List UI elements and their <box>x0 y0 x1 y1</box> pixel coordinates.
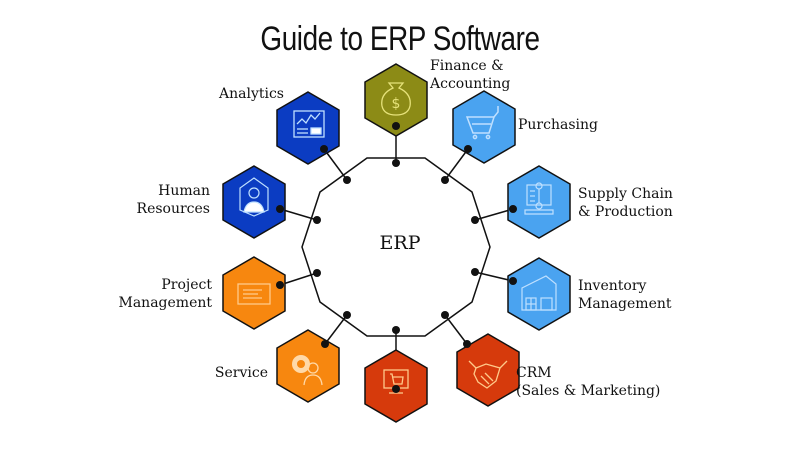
person-network-icon <box>239 177 269 217</box>
label-analytics-line1: Analytics <box>219 86 284 102</box>
module-project[interactable] <box>222 256 286 330</box>
label-crm-line1: CRM <box>516 365 552 381</box>
label-crm-line2: (Sales & Marketing) <box>516 383 661 399</box>
label-project: Project Management <box>119 276 213 312</box>
label-purchasing: Purchasing <box>518 116 598 134</box>
module-finance[interactable]: $ <box>364 63 428 137</box>
module-analytics[interactable] <box>276 91 340 165</box>
money-bag-icon: $ <box>381 82 411 116</box>
label-inventory: Inventory Management <box>578 277 672 313</box>
page-title: Guide to ERP Software <box>260 20 540 58</box>
module-hr[interactable] <box>222 165 286 239</box>
svg-text:$: $ <box>392 96 401 112</box>
label-analytics: Analytics <box>219 85 284 103</box>
shopping-cart-icon <box>465 106 499 140</box>
module-inventory[interactable] <box>507 257 571 331</box>
module-crm[interactable] <box>456 333 520 407</box>
chart-dashboard-icon <box>293 110 325 138</box>
label-project-line2: Management <box>118 295 213 311</box>
label-inventory-line1: Inventory <box>578 278 647 294</box>
label-hr-line2: Resources <box>136 201 210 217</box>
erp-hub-decagon <box>301 157 491 337</box>
ticket-card-icon <box>237 283 271 305</box>
label-crm: CRM (Sales & Marketing) <box>516 364 660 400</box>
connector-dots <box>276 122 517 393</box>
label-supply-chain-line2: & Production <box>578 204 673 220</box>
label-finance-line1: Finance & <box>430 58 504 74</box>
gear-person-icon <box>292 355 323 386</box>
label-hr: Human Resources <box>137 182 210 218</box>
module-supply-chain[interactable] <box>507 165 571 239</box>
label-service-line1: Service <box>214 365 268 381</box>
label-purchasing-line1: Purchasing <box>518 117 598 133</box>
label-inventory-line2: Management <box>578 296 672 312</box>
label-supply-chain-line1: Supply Chain <box>578 186 673 202</box>
label-finance-line2: Accounting <box>430 76 511 92</box>
erp-center-label: ERP <box>379 232 421 254</box>
label-service: Service <box>215 364 268 382</box>
handshake-icon <box>468 360 508 389</box>
label-finance: Finance & Accounting <box>430 57 510 93</box>
label-project-line1: Project <box>161 277 212 293</box>
production-line-icon <box>524 182 554 215</box>
module-service[interactable] <box>276 329 340 403</box>
label-supply-chain: Supply Chain & Production <box>578 185 673 221</box>
label-hr-line1: Human <box>158 183 210 199</box>
module-purchasing[interactable] <box>452 90 516 164</box>
warehouse-icon <box>521 275 557 311</box>
